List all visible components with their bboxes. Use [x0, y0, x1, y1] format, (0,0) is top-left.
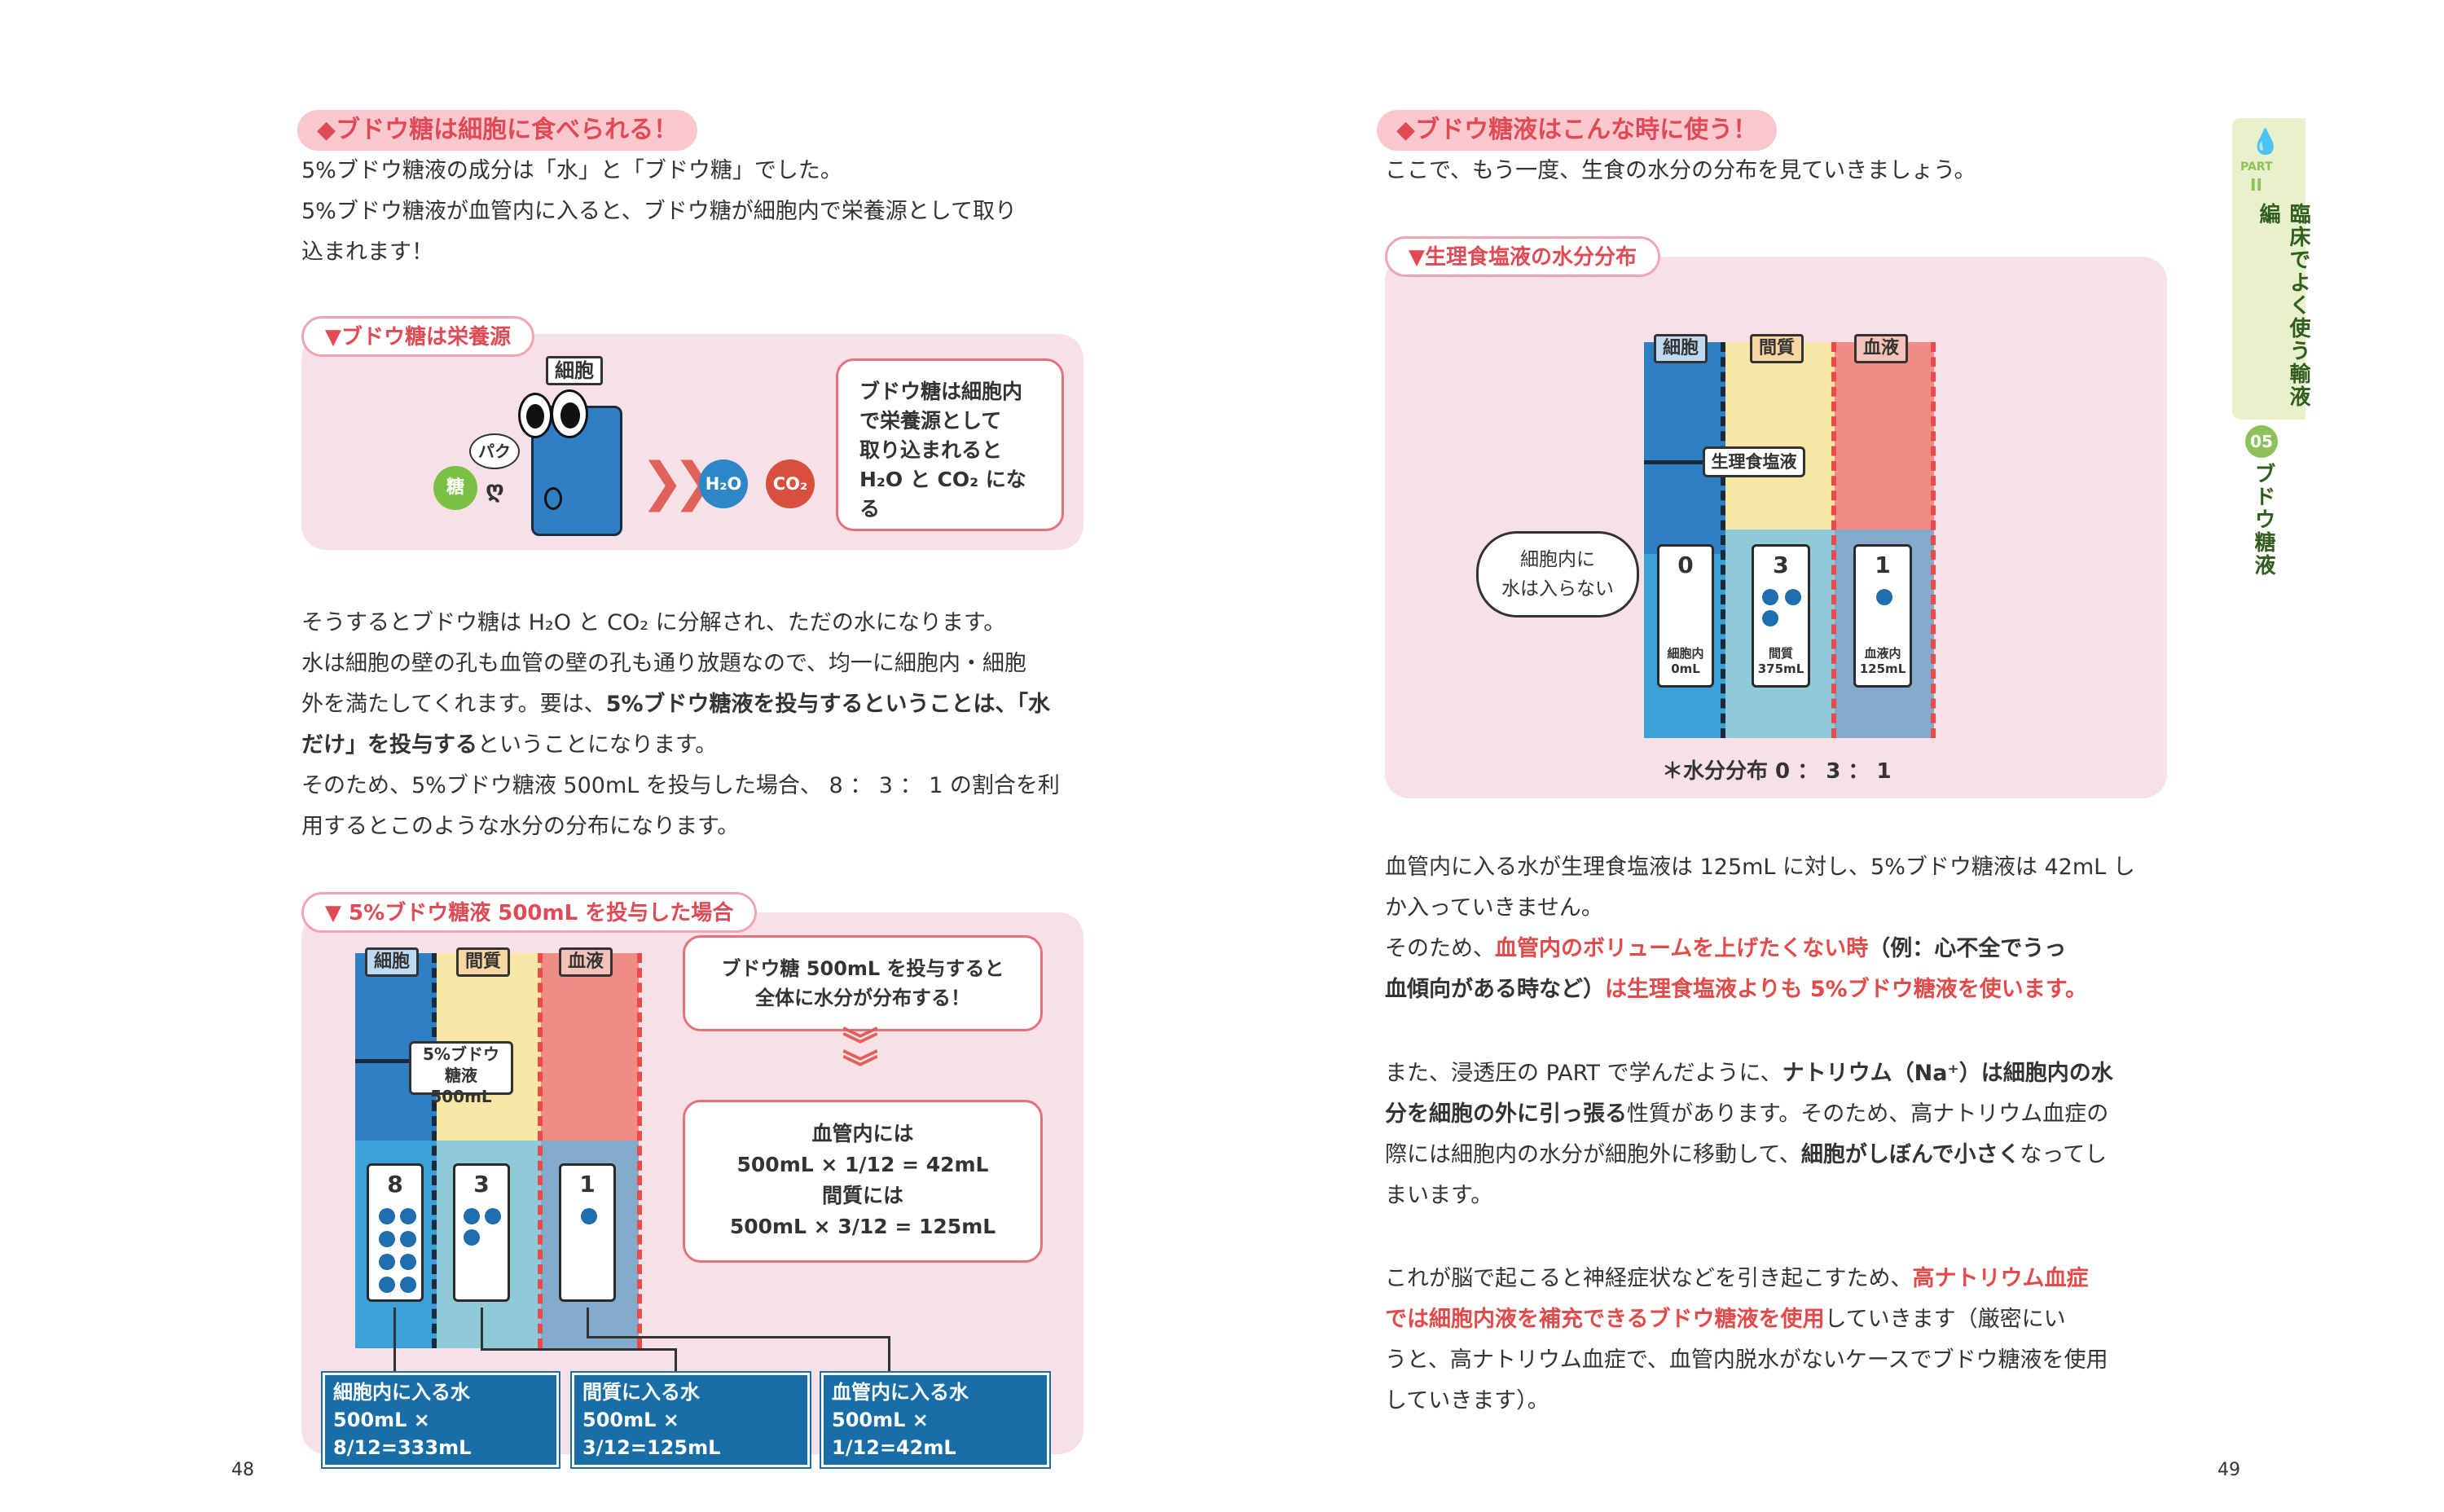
page-number-left: 48 [231, 1460, 254, 1480]
distribution-caption: ＊水分分布 0 ： 3 ： 1 [1662, 759, 1892, 784]
water-dot [1762, 589, 1778, 605]
blood-card: 1 血液内 125mL [1853, 544, 1912, 688]
vessel-wall-right [637, 953, 642, 1348]
part-side-strip: 💧 PART II 臨床でよく使う輸液編 [2232, 118, 2310, 420]
part-label: PART [2240, 160, 2273, 174]
part-title: 臨床でよく使う輸液編 [2256, 203, 2310, 408]
water-drop-icon: 💧 [2250, 128, 2281, 156]
pupil-right [560, 402, 580, 429]
chapter-title: ブドウ糖液 [2251, 463, 2275, 577]
glucose-distribution-tab: ▼ 5%ブドウ糖液 500mL を投与した場合 [301, 892, 758, 933]
label-cell: 細胞 [365, 947, 420, 977]
page-number-right: 49 [2218, 1460, 2240, 1480]
vessel-wall-left [538, 953, 543, 1348]
water-dot [581, 1208, 597, 1224]
water-dot [1785, 589, 1801, 605]
calculation-box: 血管内には 500mL × 1/12 = 42mL 間質には 500mL × 3… [683, 1100, 1043, 1263]
intro-paragraph-right: ここで、もう一度、生食の水分の分布を見ていきましょう。 [1385, 158, 1976, 183]
water-dot [1762, 610, 1778, 626]
double-chevron-down-icon: ︾︾ [842, 1025, 878, 1089]
connector-line [481, 1348, 676, 1351]
part-number: II [2250, 175, 2262, 195]
water-dot [379, 1208, 395, 1224]
paragraph-sodium: また、浸透圧の PART で学んだように、ナトリウム（Na⁺）は細胞内の水 分を… [1385, 1061, 2113, 1208]
water-dot [400, 1277, 416, 1293]
interstitial-card: 3 間質 375mL [1752, 544, 1810, 688]
connector-line [393, 1308, 396, 1373]
cell-card: 0 細胞内 0mL [1657, 544, 1714, 688]
blood-card: 1 [559, 1163, 616, 1302]
label-interstitial: 間質 [456, 947, 511, 977]
nutrient-note: ブドウ糖は細胞内 で栄養源として 取り込まれると H₂O と CO₂ になる [836, 358, 1064, 531]
water-dot [1876, 589, 1892, 605]
cell-divider [355, 1059, 437, 1063]
connector-line [587, 1308, 589, 1336]
section-title-left: ◆ブドウ糖は細胞に食べられる！ [297, 110, 698, 151]
saline-bag: 生理食塩液 [1703, 446, 1805, 477]
left-page: ◆ブドウ糖は細胞に食べられる！ 5%ブドウ糖液の成分は「水」と「ブドウ糖」でした… [231, 110, 1084, 1480]
label-blood: 血液 [559, 947, 613, 977]
label-cell: 細胞 [1654, 334, 1708, 363]
cell-label: 細胞 [546, 356, 603, 385]
pupil-left [526, 404, 544, 429]
cell-divider [1644, 460, 1725, 464]
double-chevron-right-icon: ❯❯ [640, 452, 716, 512]
distribution-bubble: ブドウ糖 500mL を投与すると 全体に水分が分布する！ [683, 935, 1043, 1031]
body-paragraph-left: そうするとブドウ糖は H₂O と CO₂ に分解され、ただの水になります。 水は… [301, 610, 1060, 839]
saline-distribution-tab: ▼生理食塩液の水分分布 [1385, 236, 1660, 277]
cell-membrane [432, 953, 437, 1348]
label-blood: 血液 [1854, 334, 1909, 363]
right-page: ◆ブドウ糖液はこんな時に使う！ ここで、もう一度、生食の水分の分布を見ていきまし… [1222, 0, 2444, 1512]
section-title-right: ◆ブドウ糖液はこんな時に使う！ [1377, 110, 1778, 151]
connector-line [481, 1308, 483, 1348]
water-dot [379, 1277, 395, 1293]
cell-membrane [1721, 342, 1725, 738]
swirl-icon: ღ [486, 476, 504, 503]
water-dot [400, 1231, 416, 1247]
vessel-wall-right [1931, 342, 1936, 738]
sugar-icon: 糖 [433, 466, 477, 510]
blood-water-box: 血管内に入る水 500mL × 1/12=42mL [820, 1371, 1051, 1469]
cell-water-box: 細胞内に入る水 500mL × 8/12=333mL [321, 1371, 560, 1469]
connector-line [675, 1348, 677, 1373]
water-dot [379, 1254, 395, 1270]
cell-card: 8 [367, 1163, 424, 1302]
nutrient-panel-tab: ▼ブドウ糖は栄養源 [301, 316, 534, 357]
blood-column [541, 953, 639, 1165]
water-dot [400, 1254, 416, 1270]
h2o-icon: H₂O [699, 459, 748, 508]
chomp-bubble: パク [469, 433, 520, 469]
water-dot [464, 1208, 480, 1224]
chapter-number-badge: 05 [2245, 425, 2278, 458]
vessel-wall-left [1831, 342, 1836, 738]
water-dot [464, 1229, 480, 1246]
paragraph-brain: これが脳で起こると神経症状などを引き起こすため、高ナトリウム血症 では細胞内液を… [1385, 1266, 2108, 1413]
water-dot [400, 1208, 416, 1224]
intro-paragraph-left: 5%ブドウ糖液の成分は「水」と「ブドウ糖」でした。 5%ブドウ糖液が血管内に入る… [301, 158, 1017, 265]
interstitial-water-box: 間質に入る水 500mL × 3/12=125mL [570, 1371, 811, 1469]
glucose-bag: 5%ブドウ 糖液 500mL [409, 1041, 513, 1106]
blood-column [1835, 342, 1934, 538]
water-dot [485, 1208, 501, 1224]
water-dot [379, 1231, 395, 1247]
interstitial-column [1725, 342, 1835, 538]
co2-icon: CO₂ [766, 459, 815, 508]
label-interstitial: 間質 [1750, 334, 1804, 363]
connector-line [888, 1336, 890, 1373]
paragraph-volume: 血管内に入る水が生理食塩液は 125mL に対し、5%ブドウ糖液は 42mL し… [1385, 855, 2135, 1002]
mouth-icon [544, 487, 562, 510]
interstitial-card: 3 [453, 1163, 510, 1302]
no-water-bubble: 細胞内に 水は入らない [1476, 531, 1639, 618]
connector-line [587, 1336, 890, 1338]
